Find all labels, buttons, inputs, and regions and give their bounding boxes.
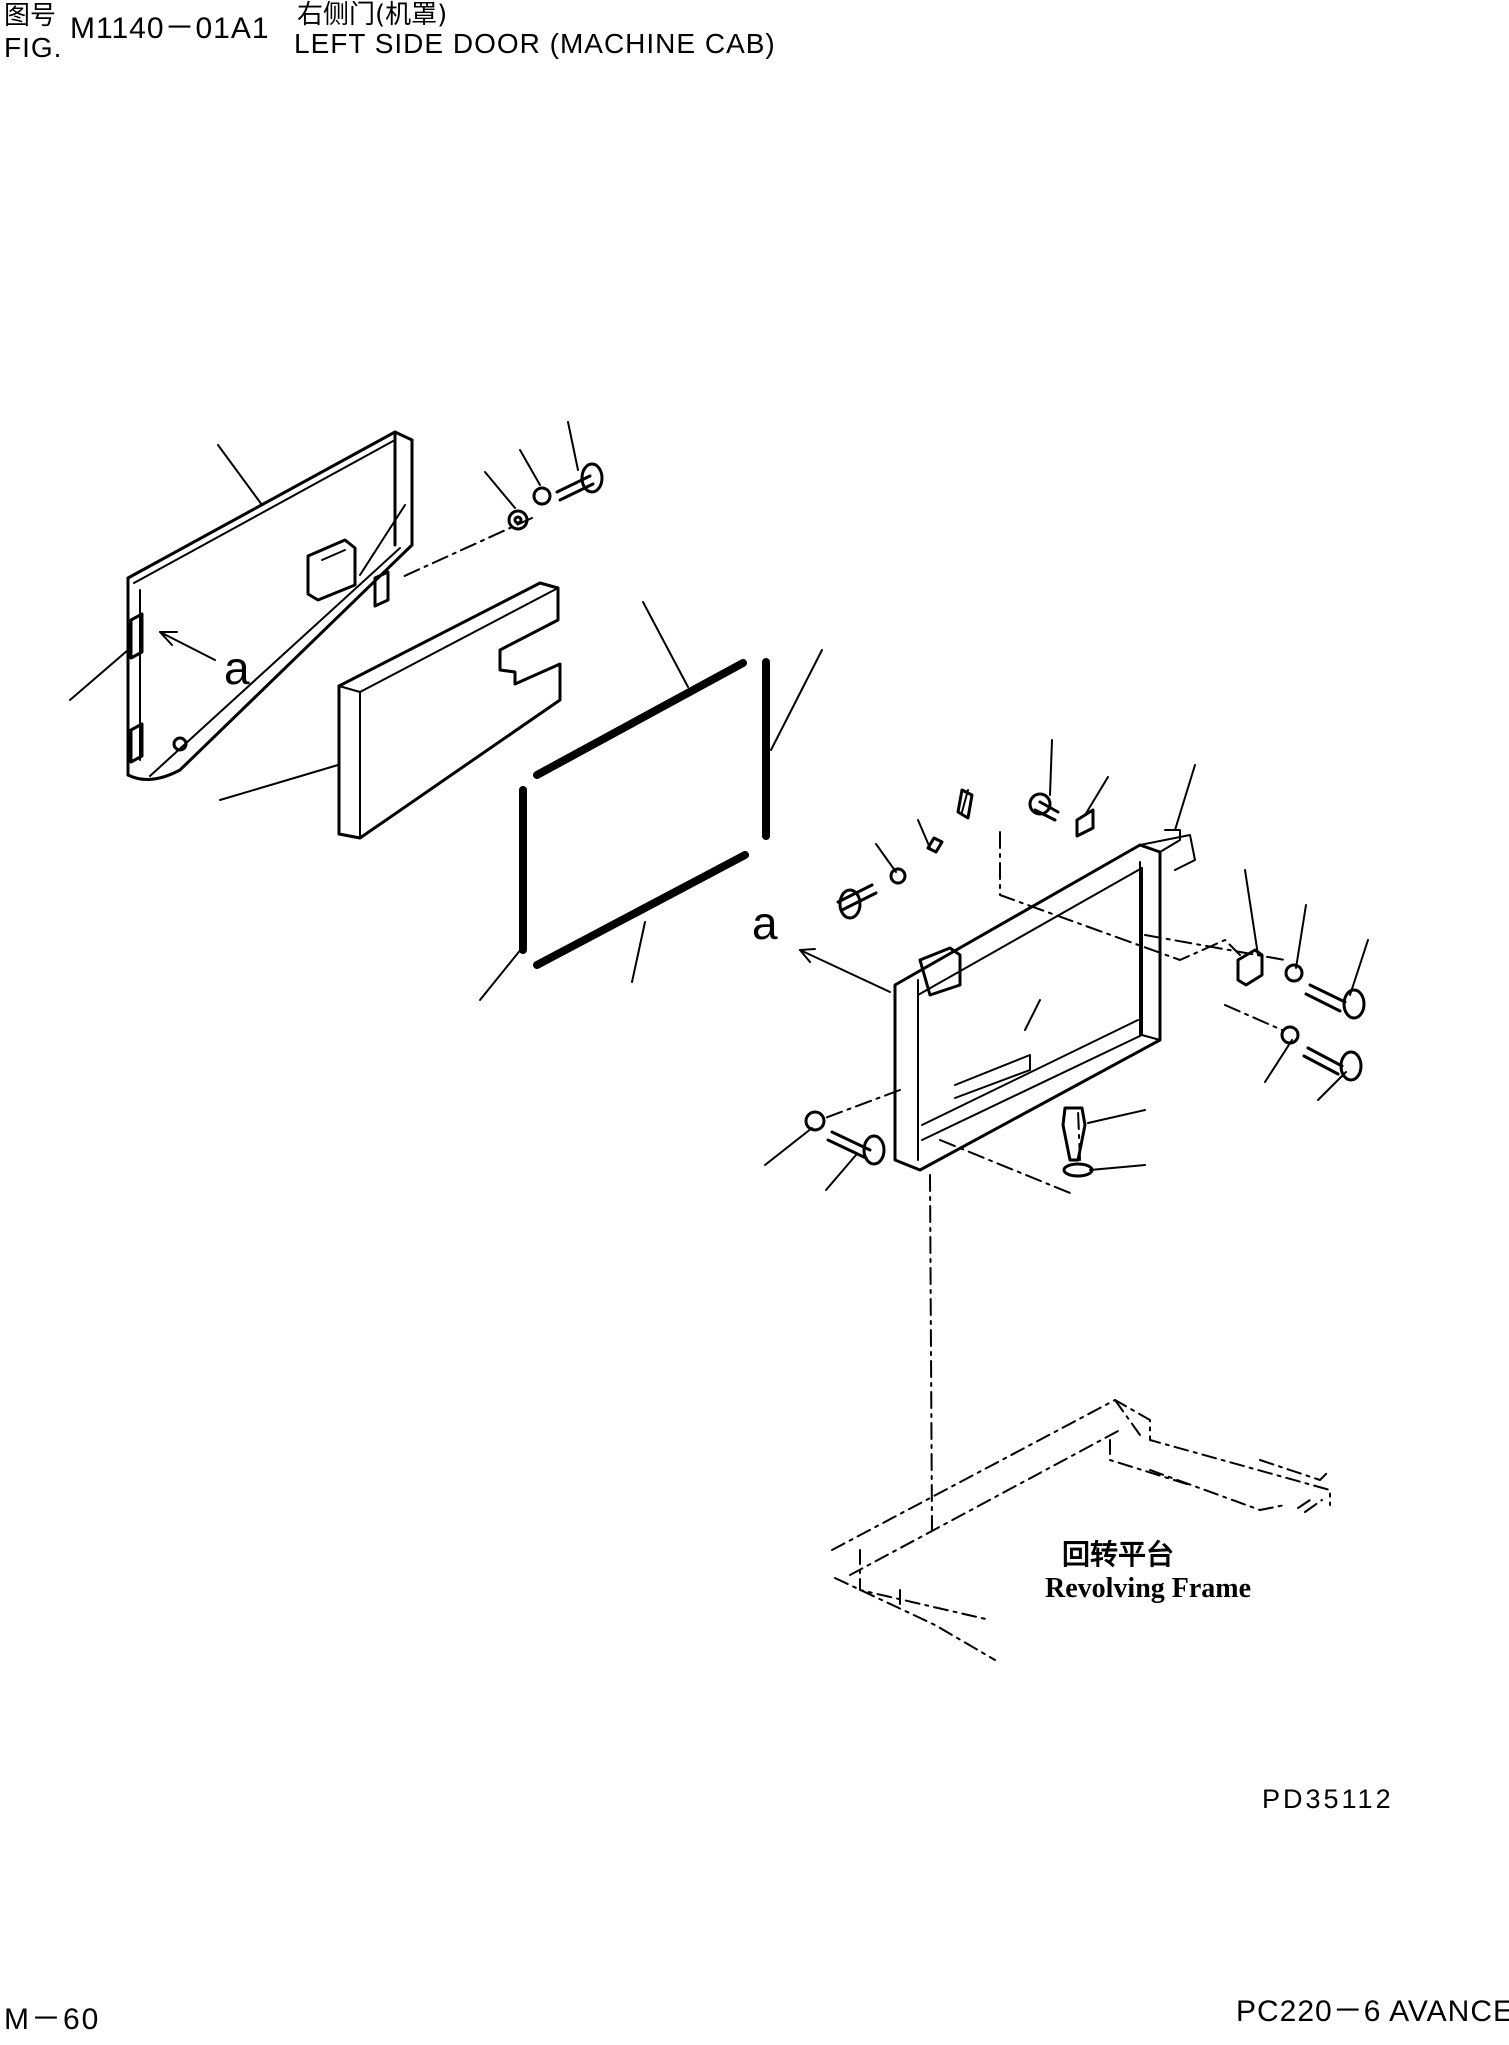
revolving-frame-label-cn: 回转平台 [1062,1538,1174,1571]
fasteners [507,462,1366,1178]
callout-a-left: a [224,642,250,694]
model-name: PC220－6 AVANCE [1236,1995,1509,2028]
drawing-code: PD35112 [1262,1784,1394,1814]
weather-strips [519,658,770,969]
figure-title-cn: 右侧门(机罩) [297,0,448,30]
outer-door-panel [126,430,414,781]
figure-number: M1140－01A1 [70,12,270,45]
figure-header: 图号 FIG. M1140－01A1 右侧门(机罩) LEFT SIDE DOO… [0,0,900,70]
alignment-lines [399,517,1286,1531]
leader-lines [69,421,1369,1191]
figure-label-cn: 图号 [4,1,57,31]
page-number: M－60 [4,2003,101,2036]
insulation-pad [337,581,562,840]
revolving-frame-label: Revolving Frame [1045,1573,1251,1604]
figure-title: LEFT SIDE DOOR (MACHINE CAB) [294,28,776,59]
revolving-frame-outline [831,1399,1331,1661]
figure-label: FIG. [4,32,63,63]
door-frame [893,829,1264,1172]
callout-a-right: a [752,897,778,949]
callout-arrows [159,631,891,993]
